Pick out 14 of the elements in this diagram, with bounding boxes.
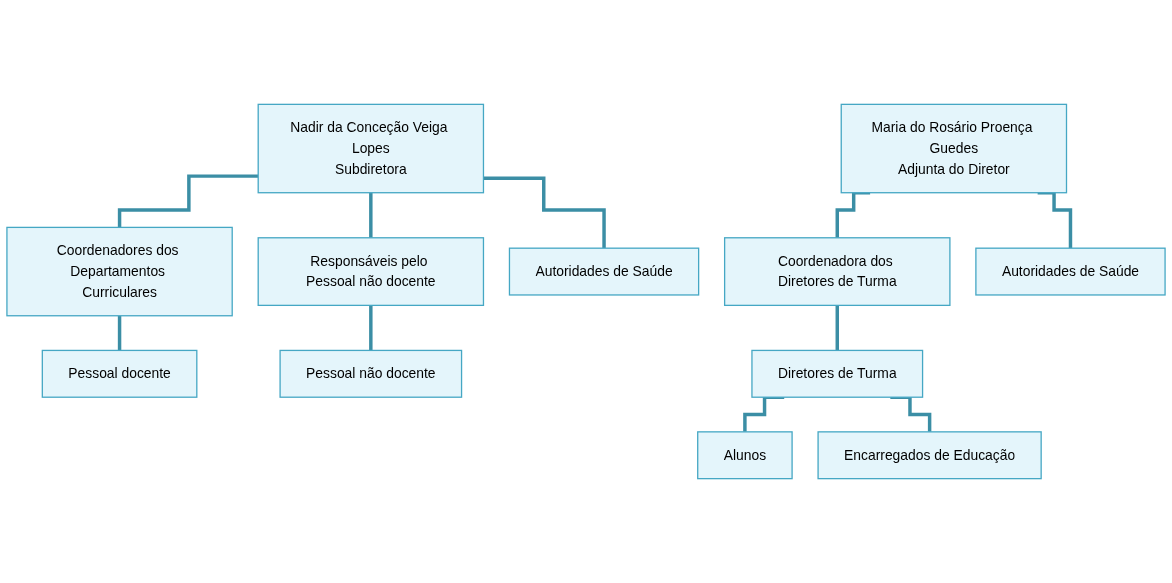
node-box: Coordenadores dos Departamentos Curriculares [6,226,233,317]
connector [483,176,606,250]
node-box: Coordenadora dos Diretores de Turma [724,237,951,306]
node-box: Maria do Rosário Proença Guedes Adjunta do Diretor [840,103,1068,194]
connector [1037,191,1073,250]
node-box: Nadir da Conceção Veiga Lopes Subdiretora [257,103,485,194]
node-box: Encarregados de Educação [817,431,1042,480]
node-box: Alunos [697,431,793,480]
node-box: Autoridades de Saúde [975,247,1166,296]
node-box: Pessoal não docente [279,349,463,398]
node-box: Autoridades de Saúde [508,247,700,296]
node-box: Responsáveis pelo Pessoal não docente [257,237,485,306]
node-box: Pessoal docente [41,349,198,398]
node-box: Diretores de Turma [751,349,924,398]
